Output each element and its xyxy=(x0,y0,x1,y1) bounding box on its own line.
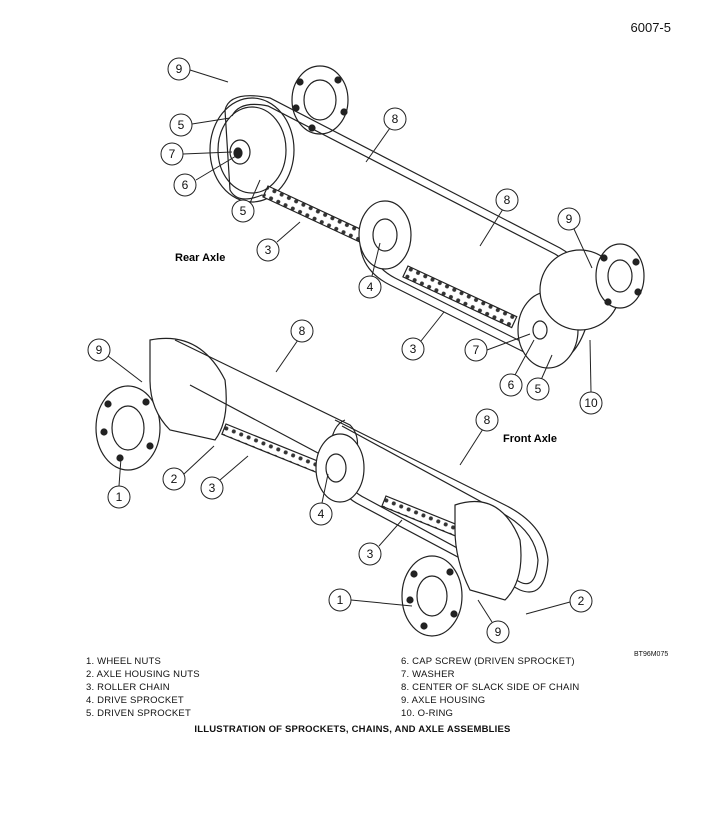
legend-item: 7. WASHER xyxy=(401,669,455,680)
sprocket-chain-illustration: 9 5 7 6 5 3 8 8 4 3 7 6 5 9 10 9 8 2 3 1… xyxy=(87,57,645,644)
callouts: 9 5 7 6 5 3 8 8 4 3 7 6 5 9 10 9 8 2 3 1… xyxy=(87,57,603,644)
svg-text:9: 9 xyxy=(96,343,103,357)
legend-left: 1. WHEEL NUTS 2. AXLE HOUSING NUTS 3. RO… xyxy=(86,655,200,720)
svg-text:7: 7 xyxy=(473,343,480,357)
svg-text:4: 4 xyxy=(318,507,325,521)
front-axle-assembly xyxy=(95,337,549,637)
legend-item: 3. ROLLER CHAIN xyxy=(86,682,170,693)
callout-7b xyxy=(464,333,531,362)
svg-text:1: 1 xyxy=(116,490,123,504)
callout-3 xyxy=(256,221,301,262)
callout-5 xyxy=(169,113,231,137)
svg-text:3: 3 xyxy=(367,547,374,561)
legend-item: 10. O-RING xyxy=(401,708,454,719)
svg-text:3: 3 xyxy=(265,243,272,257)
svg-text:8: 8 xyxy=(299,324,306,338)
svg-text:9: 9 xyxy=(566,212,573,226)
svg-text:9: 9 xyxy=(176,62,183,76)
callout-7 xyxy=(160,142,233,166)
callout-8 xyxy=(365,107,407,163)
svg-text:3: 3 xyxy=(410,342,417,356)
callout-9b xyxy=(557,207,593,269)
legend-item: 2. AXLE HOUSING NUTS xyxy=(86,669,200,680)
callout-8c xyxy=(275,319,314,373)
callout-3c xyxy=(200,455,249,500)
svg-text:8: 8 xyxy=(392,112,399,126)
rear-axle-assembly xyxy=(209,65,645,369)
callout-6b xyxy=(499,339,535,397)
callout-9d xyxy=(477,599,510,644)
callout-8d xyxy=(459,408,499,466)
callout-6 xyxy=(173,155,237,197)
svg-text:8: 8 xyxy=(484,413,491,427)
legend-item: 8. CENTER OF SLACK SIDE OF CHAIN xyxy=(401,682,580,693)
svg-text:7: 7 xyxy=(169,147,176,161)
callout-1 xyxy=(107,457,131,509)
figure-caption: ILLUSTRATION OF SPROCKETS, CHAINS, AND A… xyxy=(194,724,511,735)
callout-9c xyxy=(87,338,143,383)
callout-10 xyxy=(579,339,603,415)
svg-text:5: 5 xyxy=(240,204,247,218)
legend-item: 5. DRIVEN SPROCKET xyxy=(86,708,191,719)
legend-item: 6. CAP SCREW (DRIVEN SPROCKET) xyxy=(401,656,575,667)
legend-right: 6. CAP SCREW (DRIVEN SPROCKET) 7. WASHER… xyxy=(401,655,580,720)
svg-text:2: 2 xyxy=(578,594,585,608)
page-number: 6007-5 xyxy=(630,20,671,35)
callout-3b xyxy=(401,311,445,361)
legend-item: 9. AXLE HOUSING xyxy=(401,695,486,706)
callout-5b xyxy=(231,179,261,223)
callout-4 xyxy=(358,242,382,299)
svg-text:1: 1 xyxy=(337,593,344,607)
svg-text:2: 2 xyxy=(171,472,178,486)
svg-text:6: 6 xyxy=(182,178,189,192)
callout-3d xyxy=(358,519,403,566)
svg-text:6: 6 xyxy=(508,378,515,392)
svg-text:9: 9 xyxy=(495,625,502,639)
callout-9 xyxy=(167,57,229,83)
legend-item: 1. WHEEL NUTS xyxy=(86,656,162,667)
legend-item: 4. DRIVE SPROCKET xyxy=(86,695,184,706)
callout-4b xyxy=(309,473,333,526)
callout-5c xyxy=(526,354,553,401)
front-axle-label: Front Axle xyxy=(503,433,557,445)
svg-text:8: 8 xyxy=(504,193,511,207)
rear-axle-label: Rear Axle xyxy=(175,252,225,264)
svg-text:3: 3 xyxy=(209,481,216,495)
callout-2 xyxy=(162,445,215,491)
callout-2b xyxy=(525,589,593,615)
callout-8b xyxy=(479,188,519,247)
callout-1b xyxy=(328,588,413,612)
callout-numbers: 9 5 7 6 5 3 8 8 4 3 7 6 5 9 10 9 8 2 3 1… xyxy=(96,62,598,639)
svg-text:5: 5 xyxy=(535,382,542,396)
svg-text:4: 4 xyxy=(367,280,374,294)
svg-text:10: 10 xyxy=(584,396,598,410)
figure-code: BT96M075 xyxy=(634,651,669,658)
svg-text:5: 5 xyxy=(178,118,185,132)
